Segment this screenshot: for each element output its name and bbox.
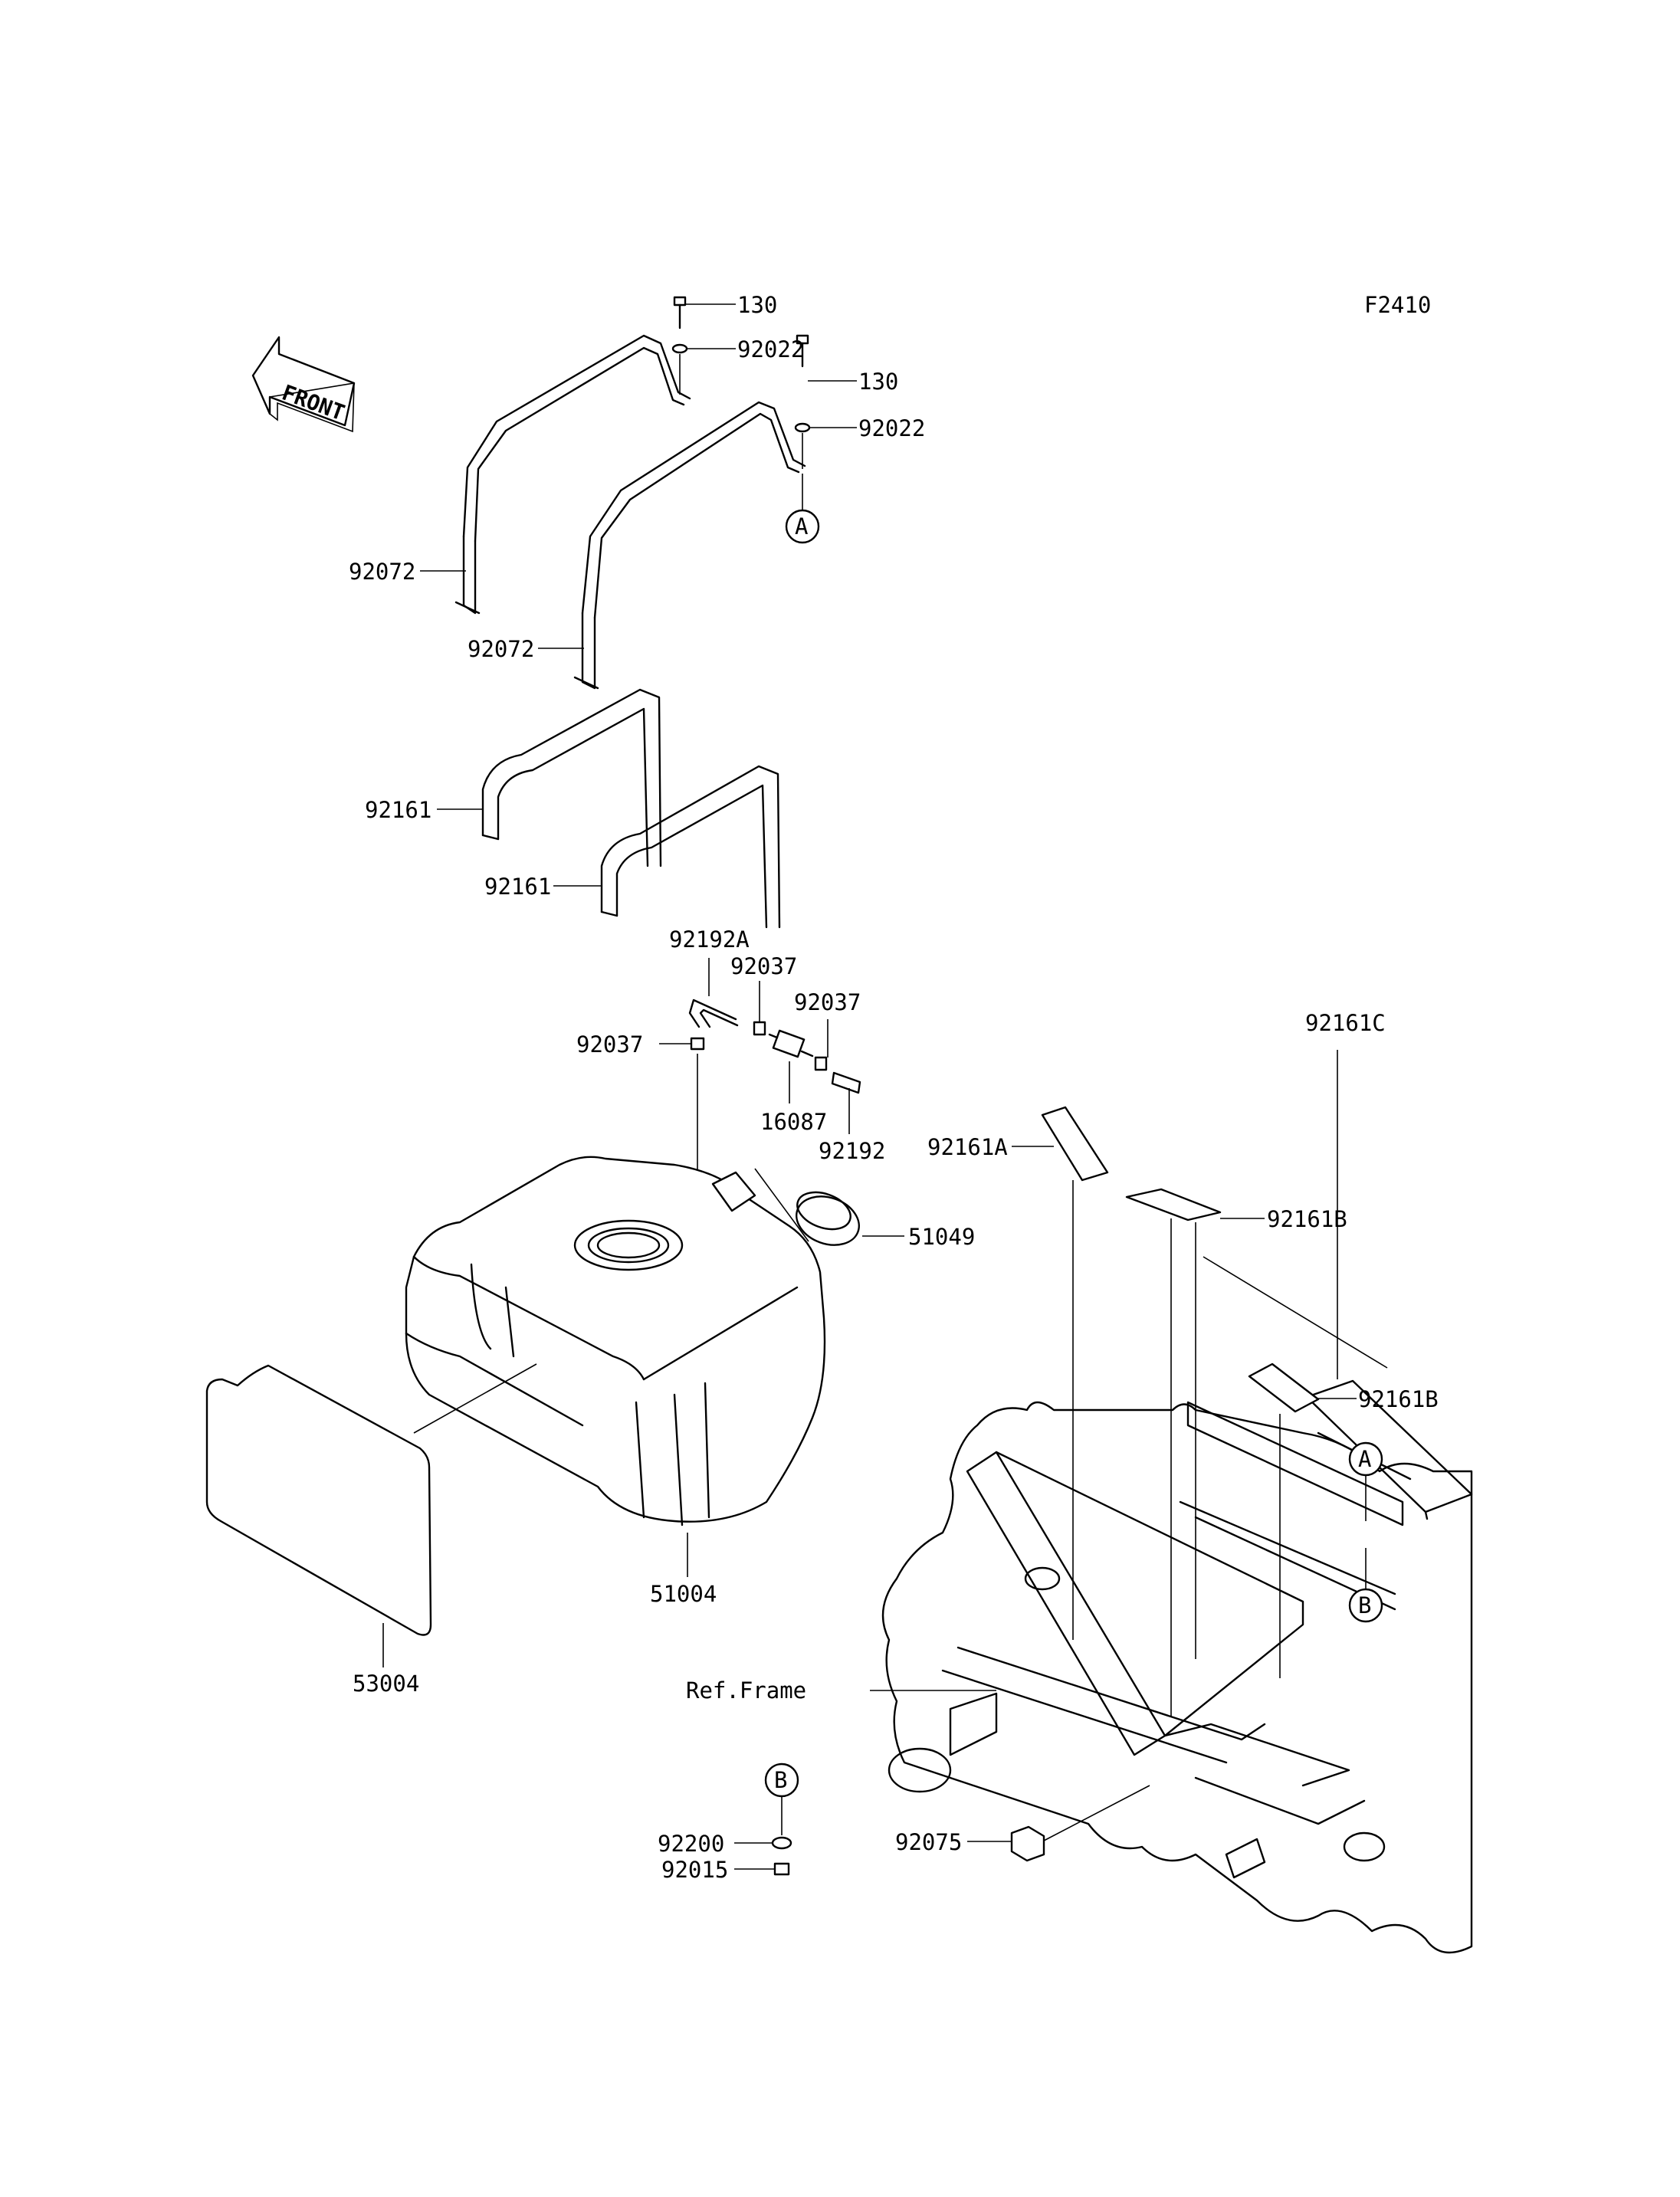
- label-pad-92161b-lower: 92161B: [1358, 1386, 1439, 1412]
- callout-b-frame: B: [1348, 1588, 1383, 1623]
- clamp-92037-middle: [753, 1021, 766, 1036]
- label-clamp-92037-right: 92037: [794, 989, 861, 1015]
- label-pad-92161c: 92161C: [1305, 1010, 1386, 1036]
- nut-92015: [773, 1862, 790, 1876]
- tube-92192: [831, 1071, 861, 1094]
- reference-frame: [881, 1401, 1473, 1954]
- label-tube-92192a: 92192A: [669, 926, 750, 953]
- label-cap-51049: 51049: [908, 1224, 975, 1250]
- pad-92161a: [1041, 1106, 1109, 1182]
- bolt-130-upper: [673, 296, 687, 330]
- label-band-92072-front: 92072: [468, 636, 534, 662]
- fuel-cap-51049: [796, 1191, 860, 1246]
- pad-92161b-upper: [1125, 1188, 1222, 1221]
- front-arrow-icon: FRONT: [251, 336, 356, 433]
- pad-92161b-lower: [1248, 1362, 1320, 1413]
- label-pad-92161b-upper: 92161B: [1267, 1206, 1347, 1232]
- label-valve-16087: 16087: [760, 1109, 827, 1135]
- label-plate-53004: 53004: [353, 1671, 419, 1697]
- washer-92022-upper: [671, 343, 688, 354]
- callout-a-top-letter: A: [795, 513, 808, 539]
- heat-plate-53004: [205, 1364, 432, 1636]
- callout-a-frame-letter: A: [1358, 1446, 1371, 1472]
- label-pad-92161-front: 92161: [484, 874, 551, 900]
- label-tank-51004: 51004: [650, 1581, 717, 1607]
- callout-a-top: A: [785, 509, 820, 544]
- label-pad-92161-rear: 92161: [365, 797, 431, 823]
- label-bolt-130-upper: 130: [737, 292, 777, 318]
- tank-pad-rear: [481, 688, 662, 867]
- label-washer-92200: 92200: [658, 1831, 724, 1857]
- callout-b-bottom: B: [764, 1763, 799, 1798]
- valve-16087: [768, 1029, 814, 1058]
- washer-92200: [771, 1836, 792, 1850]
- callout-a-frame: A: [1348, 1441, 1383, 1477]
- washer-92022-lower: [794, 422, 811, 433]
- label-ref-frame: Ref.Frame: [686, 1677, 806, 1703]
- label-washer-92022-lower: 92022: [858, 415, 925, 441]
- clamp-92037-right: [814, 1056, 828, 1071]
- figure-code: F2410: [1364, 292, 1431, 318]
- tank-band-front: [573, 401, 806, 690]
- label-washer-92022-upper: 92022: [737, 336, 804, 362]
- label-pad-92161a: 92161A: [927, 1134, 1008, 1160]
- tank-pad-front: [600, 765, 781, 929]
- label-bolt-130-lower: 130: [858, 369, 898, 395]
- label-pad-92075: 92075: [895, 1829, 962, 1855]
- clamp-92037-left: [690, 1037, 705, 1051]
- bolt-130-lower: [796, 334, 809, 368]
- label-nut-92015: 92015: [661, 1857, 728, 1883]
- label-band-92072-rear: 92072: [349, 559, 415, 585]
- label-tube-92192: 92192: [819, 1138, 885, 1164]
- label-clamp-92037-left: 92037: [576, 1031, 643, 1058]
- label-clamp-92037-middle: 92037: [730, 953, 797, 979]
- callout-b-bottom-letter: B: [774, 1767, 787, 1793]
- pad-92075: [1010, 1825, 1045, 1862]
- breather-tube-92192a: [688, 998, 739, 1028]
- tank-band-rear: [454, 334, 691, 615]
- callout-b-frame-letter: B: [1358, 1592, 1371, 1618]
- fuel-tank-51004: [405, 1156, 826, 1526]
